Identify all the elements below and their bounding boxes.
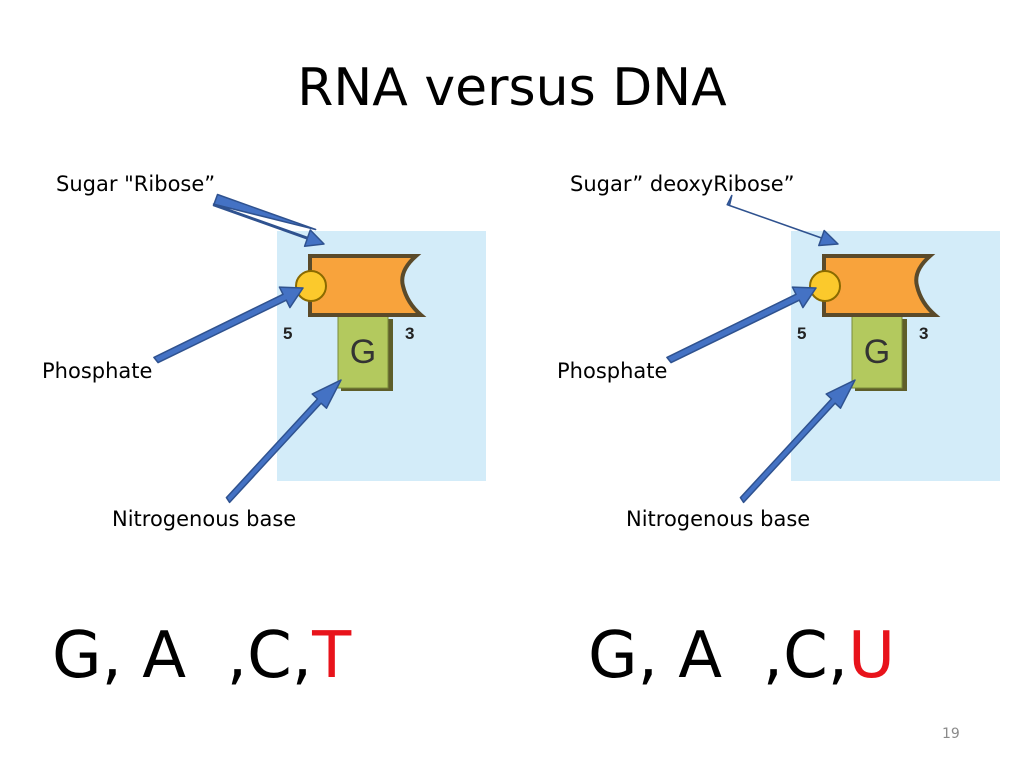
left-sugar-arrow <box>212 193 325 248</box>
right-phosphate-label: Phosphate <box>557 359 668 383</box>
slide-title: RNA versus DNA <box>297 58 727 118</box>
left-bases-highlight: T <box>312 619 352 693</box>
right-bases-prefix: G, A ,C, <box>588 619 849 693</box>
left-phosphate-shape <box>295 270 327 302</box>
right-base-letter: G <box>864 333 890 371</box>
page-number: 19 <box>942 726 960 742</box>
right-bases-list: G, A ,C,U <box>588 624 895 688</box>
left-sugar-shape <box>308 254 427 317</box>
right-sugar-label: Sugar” deoxyRibose” <box>570 172 795 196</box>
left-phosphate-arrow <box>153 286 304 364</box>
left-base-label: Nitrogenous base <box>112 507 297 531</box>
left-base-block <box>337 315 389 389</box>
left-bases-prefix: G, A ,C, <box>52 619 313 693</box>
left-sugar-label: Sugar "Ribose” <box>56 172 216 196</box>
right-sugar-shape <box>822 254 941 317</box>
left-end-5: 5 <box>283 324 292 343</box>
left-phosphate-label: Phosphate <box>42 359 153 383</box>
left-base-letter: G <box>350 333 376 371</box>
right-base-label: Nitrogenous base <box>626 507 811 531</box>
left-base-arrow <box>225 379 342 504</box>
right-phosphate-shape <box>809 270 841 302</box>
right-end-5: 5 <box>797 324 806 343</box>
right-base-block <box>851 315 903 389</box>
left-nucleotide-diagram: G 5 3 <box>283 254 427 391</box>
right-phosphate-arrow <box>666 286 817 364</box>
right-nucleotide-diagram: G 5 3 <box>797 254 941 391</box>
right-base-arrow <box>739 379 856 504</box>
left-end-3: 3 <box>405 324 414 343</box>
left-bases-list: G, A ,C,T <box>52 624 351 688</box>
right-end-3: 3 <box>919 324 928 343</box>
right-sugar-arrow <box>726 194 839 247</box>
right-bases-highlight: U <box>848 619 895 693</box>
